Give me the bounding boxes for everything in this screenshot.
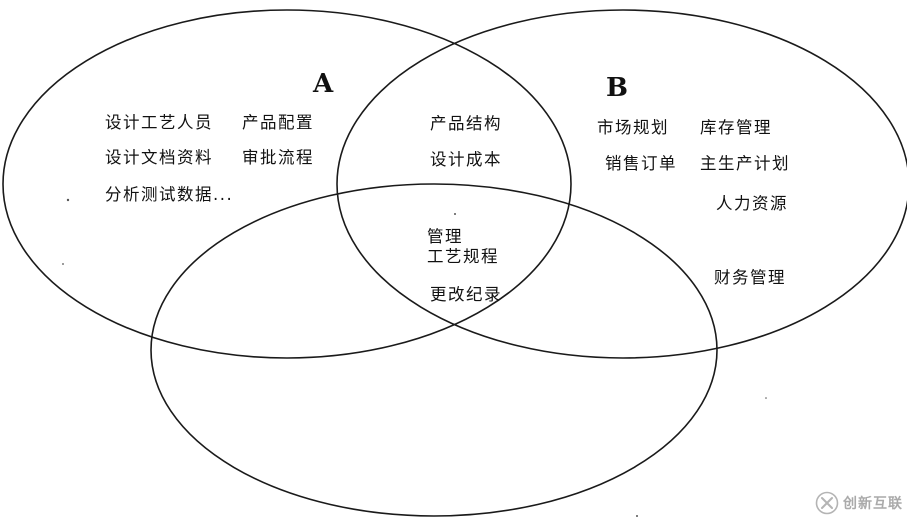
set-b-item: 财务管理 (714, 268, 786, 287)
scan-speck (636, 515, 638, 517)
set-a-item: 审批流程 (242, 148, 314, 167)
scan-speck (454, 213, 456, 215)
set-a-item: 分析测试数据... (105, 185, 233, 204)
set-c-ellipse (150, 183, 718, 517)
scan-speck (66, 198, 70, 202)
set-abc-item: 管理 (427, 227, 463, 246)
set-a-item: 设计工艺人员 (105, 113, 213, 132)
set-a-item: 产品配置 (242, 113, 314, 132)
set-a-ellipse (2, 9, 572, 359)
watermark-text: 创新互联 (843, 496, 903, 512)
set-a-item: 设计文档资料 (105, 148, 213, 167)
scan-speck (62, 263, 64, 265)
set-b-ellipse (336, 9, 907, 359)
scan-speck (765, 397, 767, 399)
set-abc-item: 更改纪录 (430, 285, 502, 304)
brand-logo-icon (815, 491, 839, 515)
set-b-item: 库存管理 (700, 118, 772, 137)
set-b-item: 主生产计划 (700, 154, 790, 173)
set-b-item: 市场规划 (597, 118, 669, 137)
set-abc-item: 工艺规程 (427, 247, 499, 266)
set-b-label: B (606, 73, 628, 103)
watermark: 创新互联 (815, 491, 903, 515)
set-ab-item: 产品结构 (430, 114, 502, 133)
set-b-item: 销售订单 (605, 154, 677, 173)
set-ab-item: 设计成本 (430, 150, 502, 169)
set-a-label: A (312, 69, 334, 99)
set-b-item: 人力资源 (716, 194, 788, 213)
